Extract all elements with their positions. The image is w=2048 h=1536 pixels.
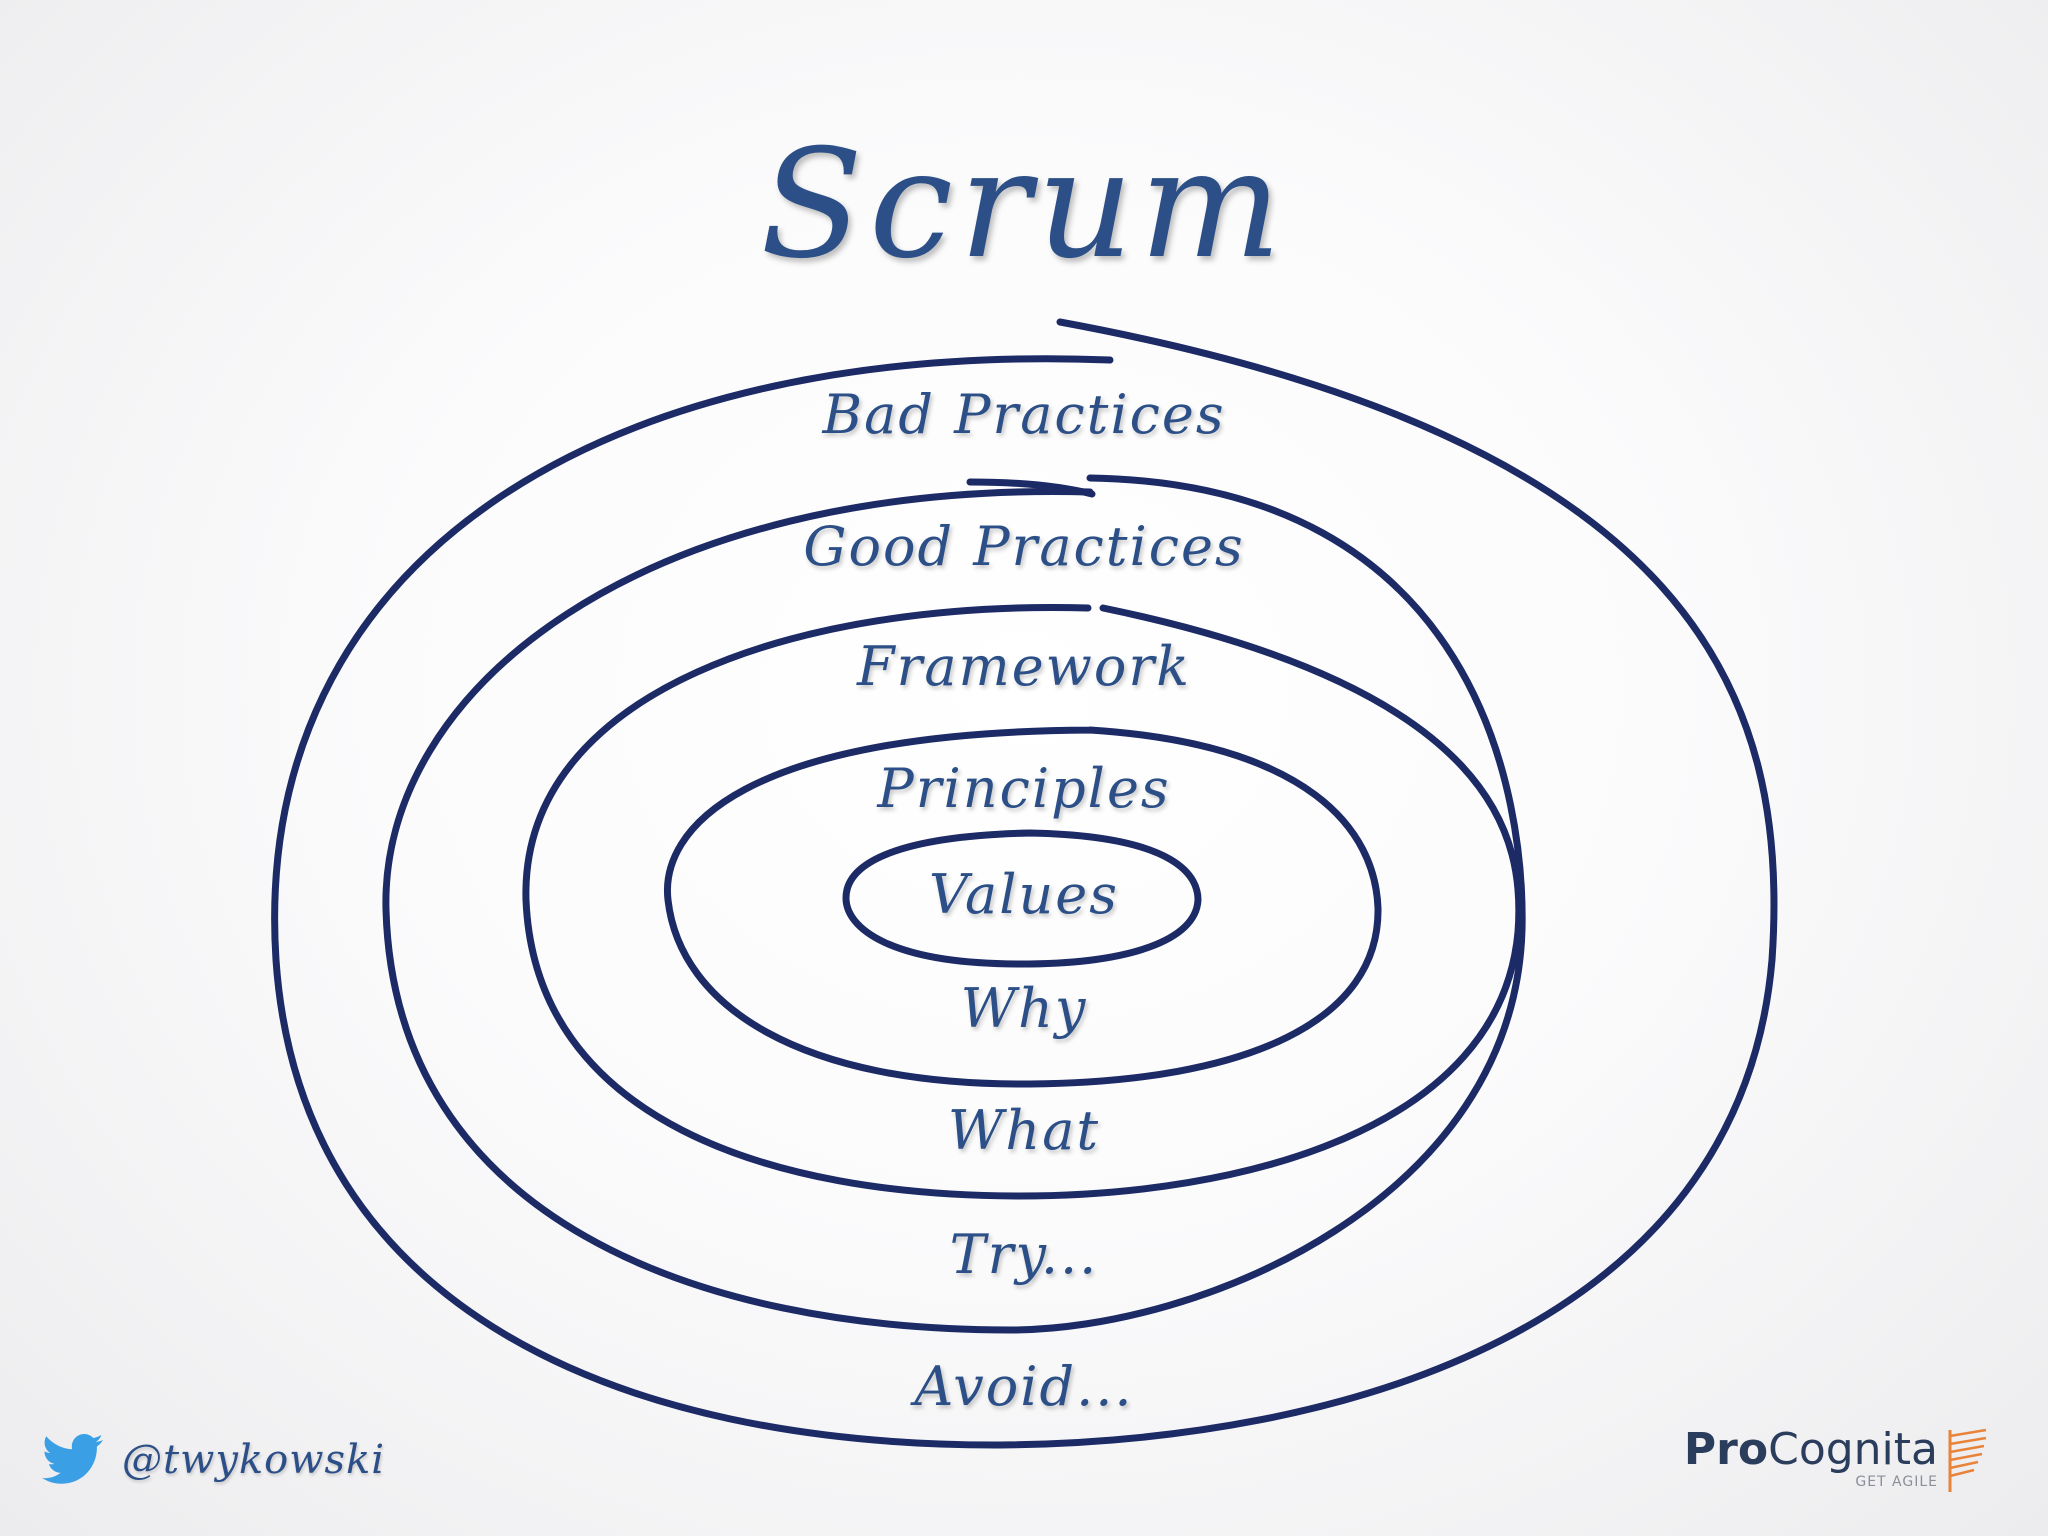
layer-label-try: Try... — [949, 1223, 1099, 1286]
brand-name: ProCognita — [1684, 1428, 1938, 1472]
twitter-handle-text: @twykowski — [122, 1437, 386, 1483]
layer-label-framework: Framework — [857, 635, 1191, 698]
layer-label-values: Values — [929, 863, 1119, 926]
brand-wordmark: ProCognita GET AGILE — [1684, 1428, 1938, 1491]
ring-4 — [663, 726, 1382, 1088]
ring-3 — [522, 604, 1523, 1200]
layer-label-principles: Principles — [877, 757, 1171, 820]
ring-inner — [842, 829, 1202, 968]
brand-stripes-icon — [1946, 1428, 1990, 1494]
ring-outer — [271, 318, 1778, 1449]
twitter-handle[interactable]: @twykowski — [42, 1430, 385, 1490]
twitter-bird-icon — [42, 1434, 104, 1486]
brand-name-prefix: Pro — [1683, 1424, 1769, 1475]
brand-tagline: GET AGILE — [1855, 1474, 1938, 1490]
brand-name-suffix: Cognita — [1768, 1424, 1938, 1475]
ring-2-tail — [966, 478, 1096, 498]
layer-label-bad-practices: Bad Practices — [822, 383, 1226, 446]
ring-2 — [382, 474, 1526, 1334]
layer-label-avoid: Avoid... — [914, 1355, 1134, 1418]
slide-title: Scrum — [760, 118, 1288, 292]
layer-label-what: What — [947, 1099, 1101, 1162]
layer-label-good-practices: Good Practices — [803, 515, 1245, 578]
brand-logo: ProCognita GET AGILE — [1684, 1428, 1990, 1500]
layer-label-why: Why — [960, 977, 1088, 1040]
